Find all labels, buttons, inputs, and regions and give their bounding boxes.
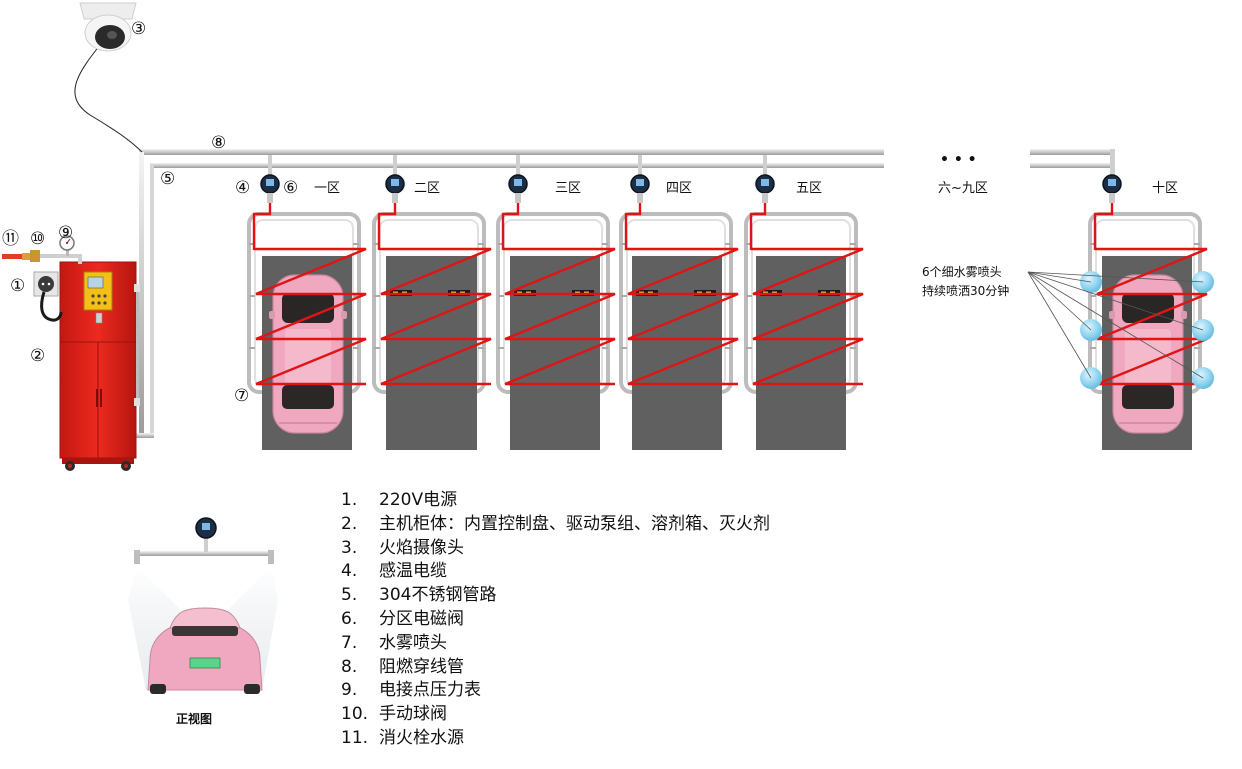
parking-bay-zone-2 bbox=[372, 162, 493, 450]
parking-bay-zone-1 bbox=[247, 162, 368, 450]
legend-item: 2. 主机柜体：内置控制盘、驱动泵组、溶剂箱、灭火剂 bbox=[341, 513, 770, 537]
front-view-illustration bbox=[128, 517, 278, 694]
legend-text: 火焰摄像头 bbox=[379, 537, 464, 558]
nozzle-note-line-1: 6个细水雾喷头 bbox=[922, 265, 1002, 279]
zone-label-5: 五区 bbox=[796, 181, 822, 196]
legend-item: 4. 感温电缆 bbox=[341, 560, 770, 584]
front-view-caption: 正视图 bbox=[176, 712, 213, 726]
zone-label-4: 四区 bbox=[666, 181, 692, 196]
legend-text: 消火栓水源 bbox=[379, 727, 464, 748]
zone-label-2: 二区 bbox=[414, 181, 440, 196]
nozzle-note-line-2: 持续喷洒30分钟 bbox=[922, 283, 1009, 298]
callout-6: ⑥ bbox=[283, 178, 298, 198]
legend-text: 220V电源 bbox=[379, 490, 458, 510]
legend-text: 水雾喷头 bbox=[379, 632, 447, 653]
front-valve-icon bbox=[195, 517, 217, 552]
legend-item: 9. 电接点压力表 bbox=[341, 679, 770, 703]
legend-item: 11. 消火栓水源 bbox=[341, 727, 770, 751]
camera-cable bbox=[74, 39, 143, 153]
legend-number: 9. bbox=[341, 680, 358, 701]
legend-text: 阻燃穿线管 bbox=[379, 656, 464, 677]
zone-label-3: 三区 bbox=[555, 181, 581, 196]
zone-label-6-9: 六~九区 bbox=[938, 181, 988, 196]
legend-item: 6. 分区电磁阀 bbox=[341, 608, 770, 632]
legend-list: 1. 220V电源 2. 主机柜体：内置控制盘、驱动泵组、溶剂箱、灭火剂 3. 火焰摄… bbox=[341, 489, 770, 751]
legend-number: 5. bbox=[341, 585, 358, 606]
parking-bay-zone-10 bbox=[1088, 162, 1209, 450]
legend-item: 10. 手动球阀 bbox=[341, 703, 770, 727]
callout-1: ① bbox=[10, 276, 25, 296]
legend-item: 3. 火焰摄像头 bbox=[341, 537, 770, 561]
legend-text: 手动球阀 bbox=[379, 704, 447, 725]
legend-number: 4. bbox=[341, 561, 358, 582]
callout-11: ⑪ bbox=[2, 229, 19, 249]
legend-number: 10. bbox=[341, 704, 369, 725]
dome-camera-icon bbox=[79, 2, 137, 52]
callout-2: ② bbox=[30, 346, 45, 366]
legend-text: 主机柜体：内置控制盘、驱动泵组、溶剂箱、灭火剂 bbox=[379, 513, 770, 534]
ball-valve-icon bbox=[30, 250, 40, 262]
nozzle-leader-lines bbox=[1027, 271, 1204, 379]
parking-bay-zone-4 bbox=[619, 162, 740, 450]
callout-7: ⑦ bbox=[234, 386, 249, 406]
ellipsis: • • • bbox=[940, 152, 977, 168]
zone-label-1: 一区 bbox=[314, 181, 340, 196]
legend-number: 7. bbox=[341, 632, 358, 653]
callout-3: ③ bbox=[131, 19, 146, 39]
parking-bay-zone-3 bbox=[496, 162, 617, 450]
pressure-gauge-icon bbox=[59, 235, 75, 251]
mist-nozzles-zone-10 bbox=[1080, 271, 1214, 389]
legend-number: 1. bbox=[341, 490, 358, 510]
host-cabinet bbox=[59, 261, 140, 471]
callout-9: ⑨ bbox=[58, 223, 73, 243]
callout-4: ④ bbox=[235, 178, 250, 198]
power-socket-icon bbox=[33, 271, 63, 322]
callout-8: ⑧ bbox=[211, 133, 226, 153]
zone-label-10: 十区 bbox=[1152, 181, 1178, 196]
parking-bay-zone-5 bbox=[744, 162, 865, 450]
legend-text: 304不锈钢管路 bbox=[379, 585, 497, 606]
legend-text: 感温电缆 bbox=[379, 561, 447, 582]
branch-taps bbox=[268, 155, 767, 165]
legend-item: 8. 阻燃穿线管 bbox=[341, 656, 770, 680]
legend-item: 7. 水雾喷头 bbox=[341, 632, 770, 656]
legend-item: 5. 304不锈钢管路 bbox=[341, 584, 770, 608]
water-inlet-assembly bbox=[2, 235, 82, 264]
legend-number: 6. bbox=[341, 608, 358, 629]
legend-text: 电接点压力表 bbox=[379, 680, 481, 701]
legend-item: 1. 220V电源 bbox=[341, 489, 770, 513]
callout-5: ⑤ bbox=[160, 169, 175, 189]
callout-10: ⑩ bbox=[30, 229, 45, 249]
legend-number: 11. bbox=[341, 727, 369, 748]
legend-number: 8. bbox=[341, 656, 358, 677]
legend-number: 2. bbox=[341, 513, 358, 534]
legend-number: 3. bbox=[341, 537, 358, 558]
legend-text: 分区电磁阀 bbox=[379, 608, 464, 629]
